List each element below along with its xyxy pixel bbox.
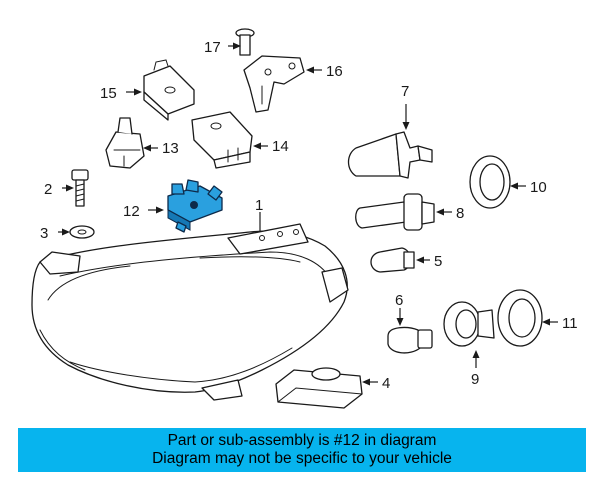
callout-9: 9 <box>471 371 479 388</box>
parts-diagram: 1 2 3 12 13 15 <box>31 28 578 409</box>
grommet-part-11[interactable] <box>497 289 543 347</box>
callout-17: 17 <box>204 39 221 56</box>
callout-2: 2 <box>44 181 52 198</box>
callout-3: 3 <box>40 225 48 242</box>
callout-16: 16 <box>326 63 343 80</box>
bracket-part-12-highlighted[interactable] <box>167 179 223 233</box>
grommet-part-10[interactable] <box>469 155 511 209</box>
bulb-part-5[interactable] <box>370 247 415 273</box>
callout-14: 14 <box>272 138 289 155</box>
callout-1: 1 <box>255 197 263 214</box>
callout-4: 4 <box>382 375 390 392</box>
headlamp-housing-part-1[interactable] <box>31 223 349 401</box>
bolt-part-2[interactable] <box>71 169 89 207</box>
callout-13: 13 <box>162 140 179 157</box>
socket-part-9[interactable] <box>443 301 495 347</box>
callout-11: 11 <box>562 315 578 332</box>
banner-line-2: Diagram may not be specific to your vehi… <box>152 450 452 467</box>
bulb-part-7[interactable] <box>347 131 433 179</box>
screw-part-17[interactable] <box>235 28 255 56</box>
bracket-part-15[interactable] <box>143 59 195 121</box>
clip-part-13[interactable] <box>105 117 145 169</box>
bracket-part-14[interactable] <box>191 111 253 169</box>
support-bracket-part-16[interactable] <box>243 55 305 113</box>
callout-12: 12 <box>123 203 140 220</box>
washer-part-3[interactable] <box>69 225 95 239</box>
bulb-part-8[interactable] <box>355 193 435 231</box>
callout-15: 15 <box>100 85 117 102</box>
banner-line-1: Part or sub-assembly is #12 in diagram <box>167 432 437 449</box>
info-banner: Part or sub-assembly is #12 in diagram D… <box>18 428 586 472</box>
lamp-module-part-4[interactable] <box>275 367 363 409</box>
callout-8: 8 <box>456 205 464 222</box>
bulb-part-6[interactable] <box>387 326 433 354</box>
callout-10: 10 <box>530 179 547 196</box>
callout-6: 6 <box>395 292 403 309</box>
callout-7: 7 <box>401 83 409 100</box>
callout-5: 5 <box>434 253 442 270</box>
